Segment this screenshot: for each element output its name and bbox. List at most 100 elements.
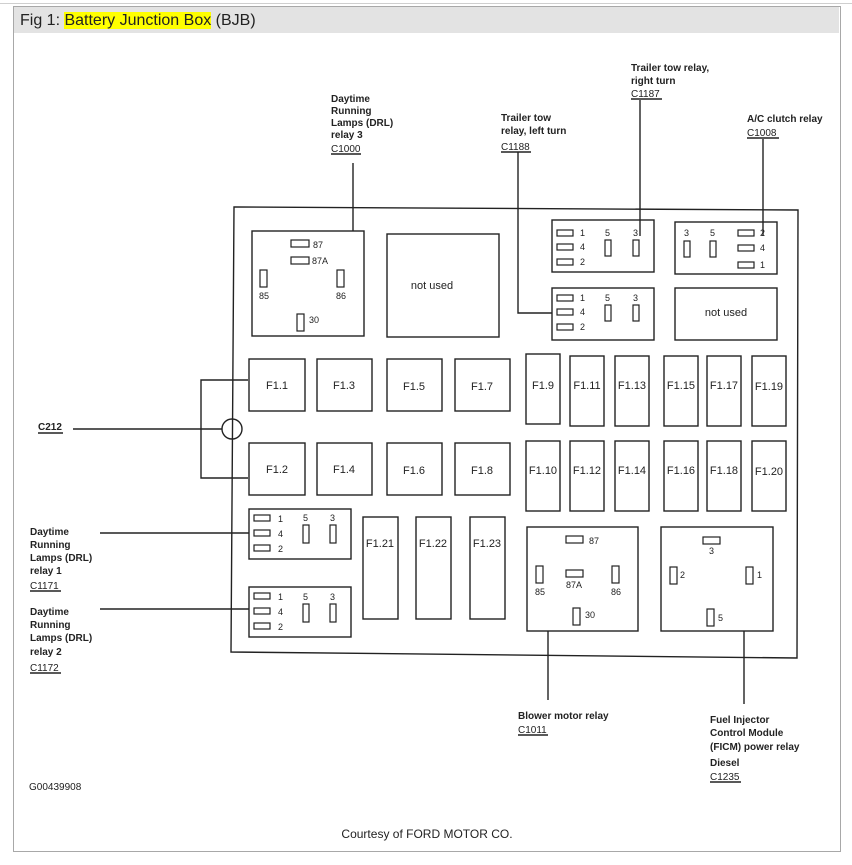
fuse-label: F1.12 [573,465,601,477]
pin-label: 1 [278,514,283,524]
pin-label: 5 [710,228,715,238]
fuse-label: F1.22 [419,538,447,550]
fuse-label: F1.19 [755,381,783,393]
fuse-label: F1.14 [618,465,646,477]
pin-label: 4 [580,242,585,252]
fuse-label: F1.20 [755,466,783,478]
pin-label: 4 [278,529,283,539]
fuse-label: F1.17 [710,380,738,392]
fuse-label: F1.1 [266,380,288,392]
drl1-relay-socket [248,508,352,560]
pin-label: 30 [309,315,319,325]
callout-drl3-line: Running [331,106,372,117]
connector-id: C1187 [631,89,660,100]
pin-label: 2 [580,257,585,267]
fuse-label: F1.10 [529,465,557,477]
callout-drl3-line: Lamps (DRL) [331,118,393,129]
not-used-socket-2 [674,287,778,341]
pin-label: 2 [278,622,283,632]
pin-label: 87A [566,580,582,590]
pin-label: 2 [760,228,765,238]
callout-ficm-line: Diesel [710,758,740,769]
title-suffix: (BJB) [215,12,256,29]
callout-drl2-line: Running [30,620,71,631]
fuse-label: F1.9 [532,380,554,392]
connector-id: C1235 [710,772,740,783]
fuse-f1-9 [525,353,561,425]
callout-blower-line: Blower motor relay [518,711,609,722]
fuse-f1-6 [386,442,443,496]
pin-label: 1 [278,592,283,602]
pin-label: 3 [633,293,638,303]
callout-trailer-left-line: relay, left turn [501,126,566,137]
fuse-label: F1.2 [266,464,288,476]
pin-label: 5 [303,513,308,523]
callout-ficm-line: Control Module [710,728,784,739]
fuse-f1-16 [663,440,699,512]
fuse-f1-1 [248,358,306,412]
connector-id: C1011 [518,725,547,736]
pin-label: 85 [259,291,269,301]
callout-trailer-left-line: Trailer tow [501,113,551,124]
callout-trailer-right-line: Trailer tow relay, [631,63,709,74]
pin-label: 1 [580,293,585,303]
pin-label: 2 [680,570,685,580]
fuse-f1-23 [469,516,506,620]
pin-label: 1 [760,260,765,270]
fuse-f1-17 [706,355,742,427]
fuse-label: F1.16 [667,465,695,477]
fuse-f1-4 [316,442,373,496]
fuse-label: F1.6 [403,465,425,477]
fuse-label: F1.21 [366,538,394,550]
trailer-left-relay-socket [551,287,655,341]
connector-id: C1008 [747,128,777,139]
fuse-label: F1.18 [710,465,738,477]
pin-label: 5 [718,613,723,623]
connector-id: C1171 [30,581,59,592]
fuse-f1-14 [614,440,650,512]
fuse-f1-18 [706,440,742,512]
pin-label: 5 [303,592,308,602]
pin-label: 2 [580,322,585,332]
pin-label: 4 [580,307,585,317]
callout-drl3-line: Daytime [331,94,370,105]
figure-id: G00439908 [29,782,82,793]
connector-id: C1172 [30,663,59,674]
not-used-label-2: not used [705,307,747,319]
callout-drl1-line: Daytime [30,527,69,538]
callout-drl2-line: Lamps (DRL) [30,633,92,644]
ac-clutch-relay-socket [674,221,778,275]
pin-label: 87 [589,536,599,546]
fuse-f1-10 [525,440,561,512]
callout-trailer-right-line: right turn [631,76,675,87]
fuse-f1-13 [614,355,650,427]
pin-label: 3 [684,228,689,238]
housing-outline [230,206,799,659]
fuse-label: F1.7 [471,381,493,393]
pin-label: 87 [313,240,323,250]
fuse-f1-8 [454,442,511,496]
drl2-relay-socket [248,586,352,638]
courtesy-note: Courtesy of FORD MOTOR CO. [341,827,512,841]
fuse-label: F1.5 [403,381,425,393]
pin-label: 3 [633,228,638,238]
drl3-relay-socket [251,230,365,337]
title-highlight: Battery Junction Box [64,12,212,29]
callout-ac-line: A/C clutch relay [747,114,823,125]
ficm-relay-socket [660,526,774,632]
callout-drl1-line: Running [30,540,71,551]
pin-label: 3 [330,513,335,523]
title-prefix: Fig 1: [20,12,61,29]
fuse-f1-12 [569,440,605,512]
pin-label: 3 [330,592,335,602]
callout-drl1-line: Lamps (DRL) [30,553,92,564]
pin-label: 2 [278,544,283,554]
trailer-right-relay-socket [551,219,655,273]
pin-label: 5 [605,293,610,303]
callout-c212: C212 [38,422,62,433]
fuse-f1-15 [663,355,699,427]
blower-relay-socket [526,526,639,632]
fuse-f1-2 [248,442,306,496]
connector-id: C1188 [501,142,530,153]
